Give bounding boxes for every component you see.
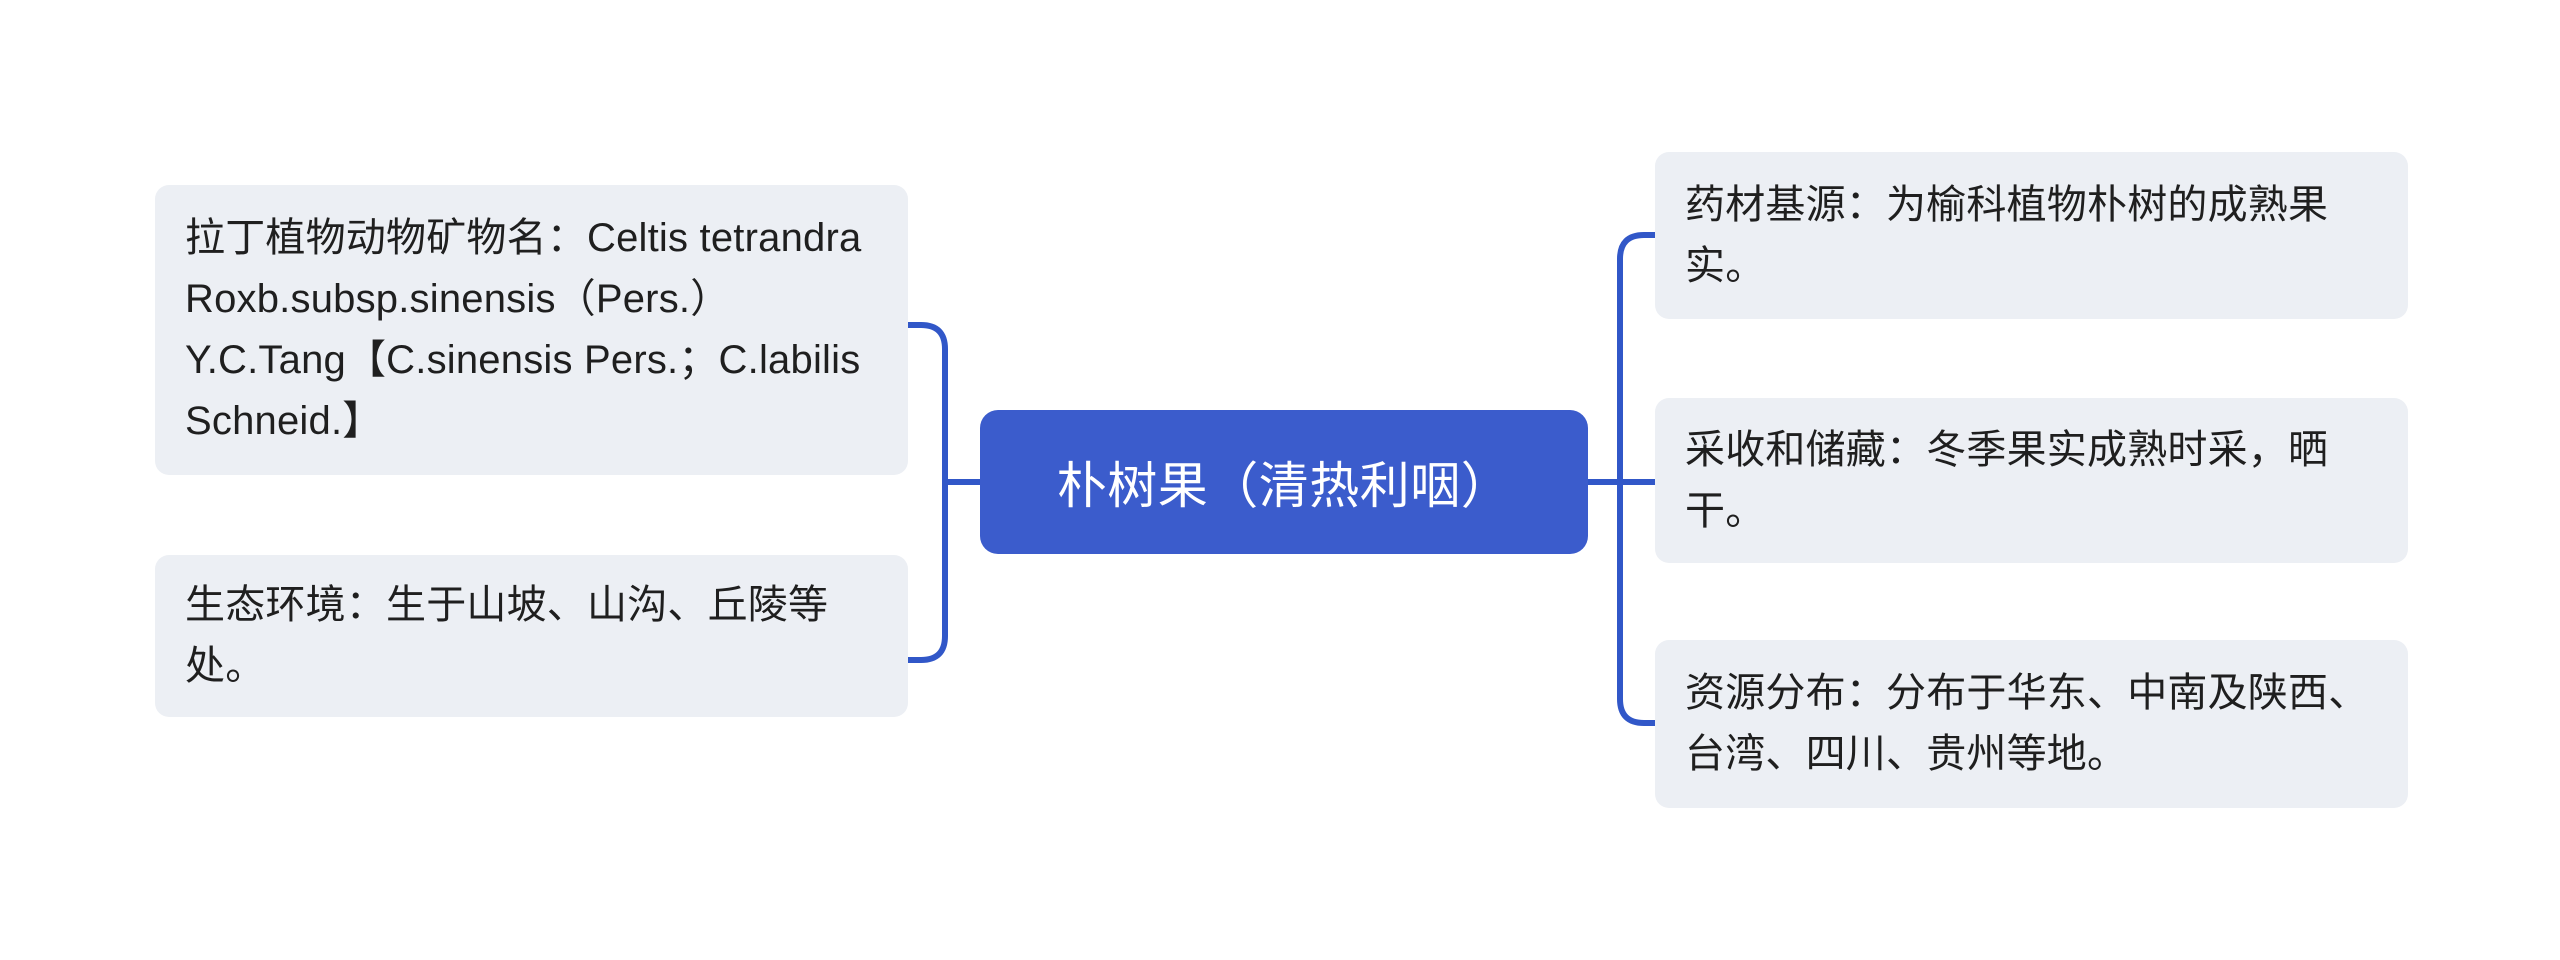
connector-left-branch-2 — [908, 625, 948, 663]
connector-right-branch-1 — [1617, 232, 1655, 270]
connector-right-branch-3 — [1617, 688, 1655, 726]
branch-node-source[interactable]: 药材基源：为榆科植物朴树的成熟果实。 — [1655, 152, 2408, 319]
branch-node-latin-name[interactable]: 拉丁植物动物矿物名：Celtis tetrandra Roxb.subsp.si… — [155, 185, 908, 475]
branch-node-harvest-label: 采收和储藏：冬季果实成熟时采，晒干。 — [1685, 427, 2329, 533]
root-node[interactable]: 朴树果（清热利咽） — [980, 410, 1588, 554]
branch-node-ecology[interactable]: 生态环境：生于山坡、山沟、丘陵等处。 — [155, 555, 908, 717]
branch-node-distribution[interactable]: 资源分布：分布于华东、中南及陕西、台湾、四川、贵州等地。 — [1655, 640, 2408, 808]
branch-node-distribution-label: 资源分布：分布于华东、中南及陕西、台湾、四川、贵州等地。 — [1685, 671, 2369, 776]
connector-left-branch-1 — [908, 322, 948, 360]
branch-node-harvest[interactable]: 采收和储藏：冬季果实成熟时采，晒干。 — [1655, 398, 2408, 563]
branch-node-ecology-label: 生态环境：生于山坡、山沟、丘陵等处。 — [185, 583, 829, 688]
root-node-label: 朴树果（清热利咽） — [1056, 458, 1512, 514]
branch-node-latin-name-label: 拉丁植物动物矿物名：Celtis tetrandra Roxb.subsp.si… — [185, 216, 862, 443]
branch-node-source-label: 药材基源：为榆科植物朴树的成熟果实。 — [1685, 182, 2329, 288]
